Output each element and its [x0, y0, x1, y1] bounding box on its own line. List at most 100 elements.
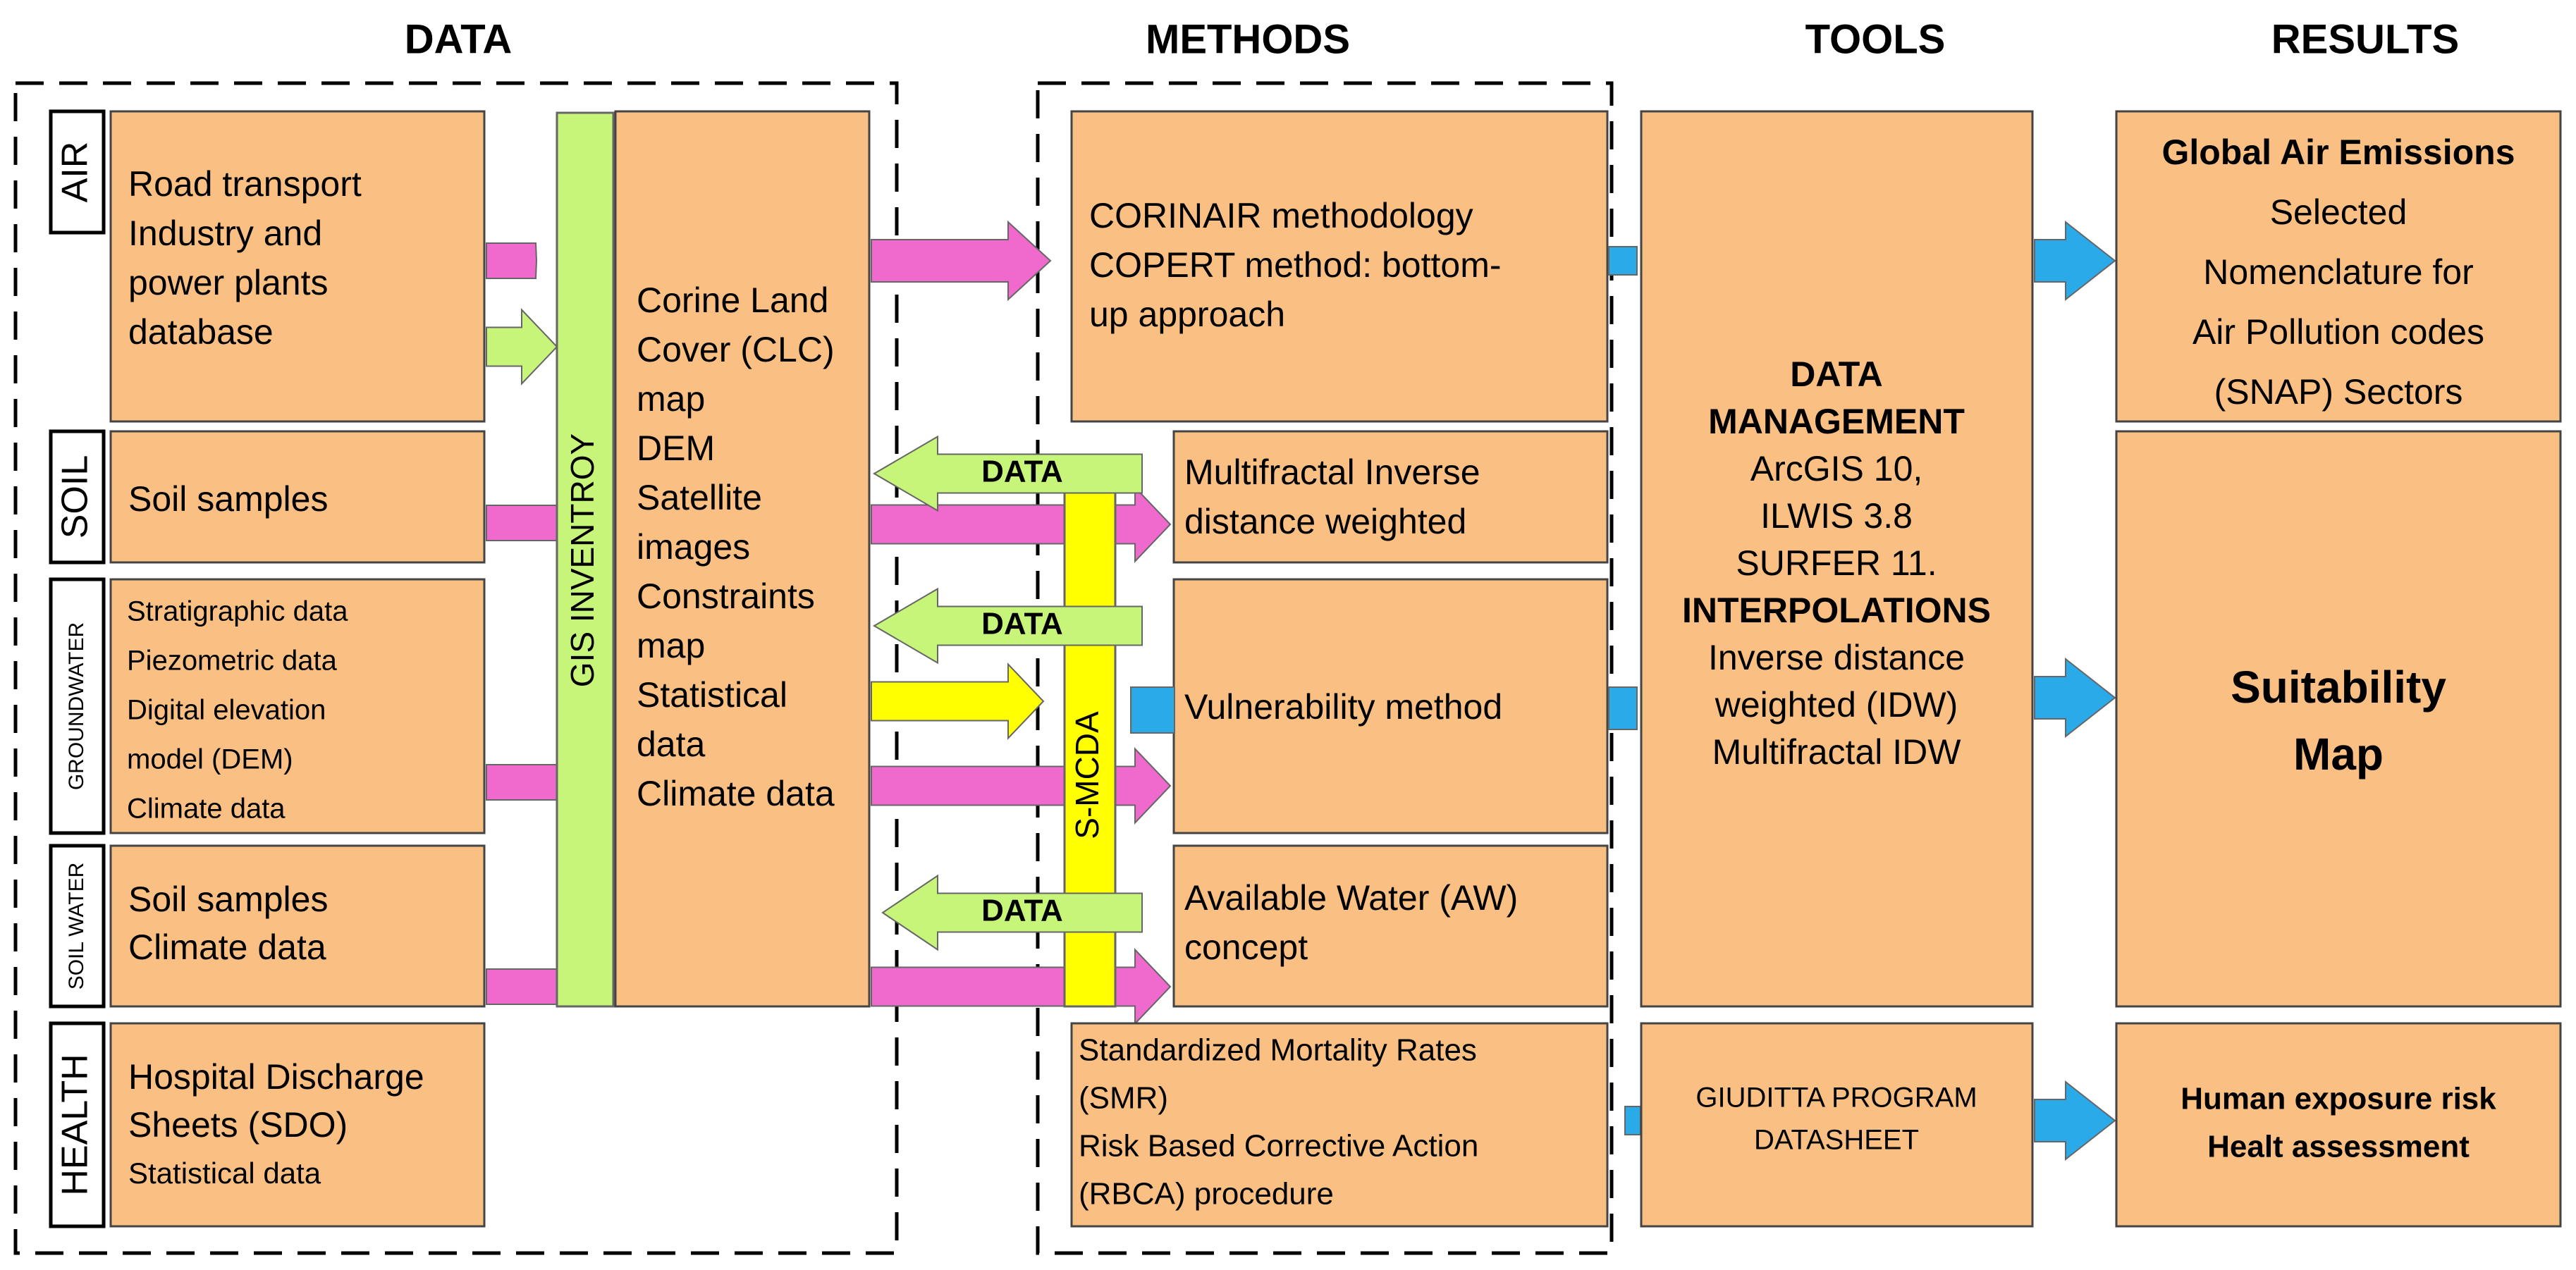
data-box-groundwater-line: Digital elevation [127, 695, 326, 726]
methods-frame [1036, 81, 1614, 1255]
results-air-line: (SNAP) Sectors [2214, 372, 2463, 412]
data-arrow-3 [881, 874, 1143, 951]
data-box-soil-water-line: Soil samples [128, 880, 328, 919]
gis-data-box-line: Satellite [637, 478, 762, 517]
data-box-soil-water-line: Climate data [128, 927, 326, 967]
data-box-soil [109, 430, 486, 564]
header-methods: METHODS [1146, 16, 1350, 62]
gis-data-box-line: Cover (CLC) [637, 330, 835, 369]
method-box-multifractal [1172, 430, 1609, 564]
data-box-groundwater-line: Climate data [127, 794, 286, 825]
data-arrow-3-label: DATA [981, 894, 1063, 928]
method-box-mortality-line: Risk Based Corrective Action [1079, 1129, 1478, 1164]
method-box-vulnerability [1172, 578, 1609, 834]
side-label-groundwater-text: GROUNDWATER [65, 622, 88, 790]
connector-vulnerability-left [1130, 686, 1175, 734]
data-box-soil-water [109, 844, 486, 1008]
data-frame [13, 81, 899, 1255]
tools-main-line: MANAGEMENT [1708, 402, 1965, 441]
tools-main-line: ILWIS 3.8 [1760, 496, 1913, 536]
tools-box-giuditta-line: DATASHEET [1754, 1125, 1919, 1156]
connector-mortality-tools [1624, 1106, 1641, 1135]
method-box-available-water-line: Available Water (AW) [1184, 878, 1518, 918]
arrow-to-results-suitability [2034, 657, 2116, 739]
results-air-line: Selected [2270, 192, 2408, 232]
arrow-groundwater-to-gis [486, 764, 566, 801]
method-box-mortality-line: (RBCA) procedure [1079, 1177, 1334, 1212]
arrow-to-vulnerability-pink [871, 747, 1172, 825]
side-label-air [49, 109, 106, 235]
method-box-vulnerability-line: Vulnerability method [1184, 687, 1502, 727]
data-box-health-line: Statistical data [128, 1157, 321, 1190]
gis-data-box-line: Corine Land [637, 280, 828, 320]
results-box-health-line: Healt assessment [2207, 1130, 2470, 1164]
side-label-soil-water-text: SOIL WATER [65, 863, 88, 990]
side-label-soil [49, 429, 106, 565]
results-air-line: Global Air Emissions [2161, 132, 2515, 172]
method-box-available-water [1172, 844, 1609, 1008]
data-box-groundwater-line: Piezometric data [127, 646, 338, 677]
tools-main-line: DATA [1790, 355, 1882, 394]
gis-data-box-line: map [637, 379, 705, 419]
results-box-air [2115, 110, 2562, 423]
data-box-groundwater [109, 578, 486, 834]
gis-data-box-line: data [637, 725, 706, 764]
data-box-soil-line: Soil samples [128, 479, 328, 519]
data-box-air-line: power plants [128, 263, 329, 302]
data-box-health [109, 1022, 486, 1228]
data-box-air-line: Road transport [128, 164, 362, 204]
arrow-air-green [486, 308, 558, 386]
side-label-groundwater [49, 577, 106, 835]
results-box-suitability-line: Suitability [2231, 662, 2446, 713]
gis-inventory-label: GIS INVENTROY [564, 433, 601, 687]
method-box-mortality [1070, 1022, 1609, 1228]
data-box-air-line: database [128, 312, 274, 352]
header-results: RESULTS [2271, 16, 2459, 62]
gis-data-box-line: DEM [637, 429, 715, 468]
arrow-to-corinair [871, 220, 1052, 302]
tools-main-line: Multifractal IDW [1712, 732, 1962, 772]
data-box-air [109, 110, 486, 423]
method-box-multifractal-line: Multifractal Inverse [1184, 452, 1480, 492]
method-box-corinair [1070, 110, 1609, 423]
method-box-mortality-line: (SMR) [1079, 1081, 1168, 1116]
data-arrow-1-label: DATA [981, 455, 1063, 489]
results-box-health [2115, 1022, 2562, 1228]
gis-data-box-line: Statistical [637, 675, 787, 715]
results-box-suitability [2115, 430, 2562, 1008]
method-box-mortality-line: Standardized Mortality Rates [1079, 1033, 1477, 1068]
results-box-health-line: Human exposure risk [2181, 1082, 2496, 1116]
data-arrow-2 [873, 587, 1143, 665]
gis-data-box-line: Climate data [637, 774, 835, 813]
tools-main-line: weighted (IDW) [1715, 685, 1958, 725]
arrow-to-results-health [2034, 1080, 2116, 1161]
gis-data-box [614, 110, 871, 1008]
gis-inventory-bar [556, 111, 615, 1008]
results-box-suitability-line: Map [2293, 729, 2384, 779]
connector-corinair-tools [1608, 246, 1638, 276]
method-box-multifractal-line: distance weighted [1184, 502, 1466, 541]
arrow-to-aw [871, 948, 1172, 1025]
side-label-health-text: HEALTH [55, 1054, 96, 1195]
arrow-to-smcda [871, 662, 1045, 740]
data-box-groundwater-line: Stratigraphic data [127, 596, 348, 627]
gis-data-box-line: images [637, 527, 750, 567]
side-label-soil-water [49, 844, 106, 1009]
data-arrow-2-label: DATA [981, 607, 1063, 641]
side-label-soil-text: SOIL [55, 455, 96, 539]
gis-data-box-line: map [637, 626, 705, 665]
arrow-soilwater-to-gis [486, 968, 566, 1005]
arrow-soil-to-gis [486, 505, 566, 541]
data-box-groundwater-line: model (DEM) [127, 744, 293, 775]
method-box-available-water-line: concept [1184, 927, 1308, 967]
tools-box-giuditta [1640, 1022, 2034, 1228]
arrow-air-to-gis [486, 242, 538, 279]
data-box-health-line: Sheets (SDO) [128, 1105, 348, 1145]
data-box-air-line: Industry and [128, 214, 322, 253]
side-label-air-text: AIR [55, 142, 96, 203]
side-label-health [49, 1021, 106, 1228]
method-box-corinair-line: COPERT method: bottom- [1089, 245, 1502, 285]
tools-main-line: ArcGIS 10, [1750, 449, 1923, 488]
